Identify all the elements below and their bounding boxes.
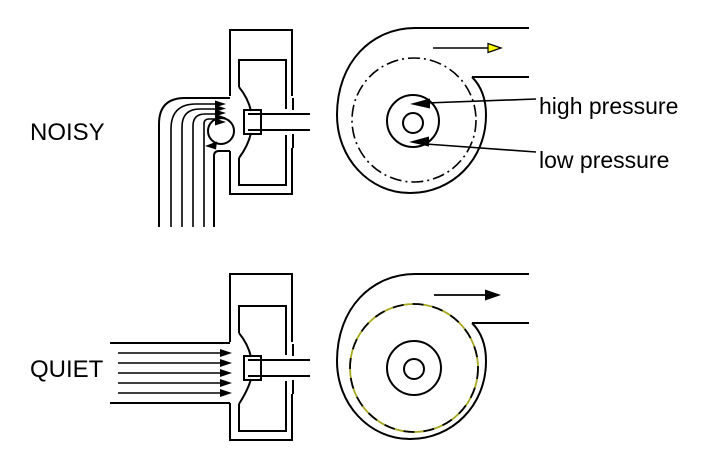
noisy-fan-side-view xyxy=(229,29,310,195)
impeller-circle-black-dashes xyxy=(349,303,479,433)
noisy-row: NOISY xyxy=(30,27,678,227)
volute-scroll-casing xyxy=(335,27,488,195)
straight-streamlines xyxy=(118,352,221,394)
low-pressure-leader-line xyxy=(425,143,537,153)
curved-streamlines xyxy=(170,103,217,227)
fan-casing-outline xyxy=(229,273,294,441)
outlet-flow-arrow-yellow-icon xyxy=(433,42,503,54)
low-pressure-pointer xyxy=(409,136,537,153)
quiet-row: QUIET xyxy=(30,273,529,441)
fan-shaft xyxy=(248,113,310,131)
duct-inner-wall xyxy=(213,150,230,227)
impeller-hub-block xyxy=(243,355,262,381)
vortex-rotation-arrow-icon xyxy=(205,141,217,150)
noisy-volute-view xyxy=(335,27,537,195)
fan-casing-outline xyxy=(229,29,294,195)
fan-shaft xyxy=(248,359,310,377)
outlet-duct-walls xyxy=(415,27,529,78)
high-pressure-label: high pressure xyxy=(539,93,678,119)
inlet-cone xyxy=(238,86,252,159)
volute-scroll-casing xyxy=(335,273,488,441)
impeller-hub-block xyxy=(243,109,262,135)
hub-circle xyxy=(386,340,442,396)
quiet-volute-view xyxy=(335,273,529,441)
impeller-dashdot-circle xyxy=(351,57,477,183)
inlet-flow-arrows-icon xyxy=(220,349,232,397)
quiet-label: QUIET xyxy=(30,356,104,383)
vortex-circle xyxy=(207,117,235,145)
shaft-circle xyxy=(402,112,424,134)
shaft-circle xyxy=(403,358,425,380)
outlet-duct-walls xyxy=(415,273,529,324)
noisy-label: NOISY xyxy=(30,119,105,146)
high-pressure-arrow-icon xyxy=(410,98,430,109)
high-pressure-leader-line xyxy=(425,98,537,104)
low-pressure-label: low pressure xyxy=(539,147,669,173)
duct-outer-wall xyxy=(158,97,230,227)
inlet-flow-arrows-icon xyxy=(215,100,226,126)
high-pressure-pointer xyxy=(410,98,537,109)
low-pressure-arrow-icon xyxy=(409,136,429,147)
noisy-inlet-duct xyxy=(158,97,235,227)
hub-circle xyxy=(386,94,440,148)
outlet-flow-arrow-black-icon xyxy=(434,289,501,301)
quiet-inlet-duct xyxy=(110,342,232,404)
quiet-fan-side-view xyxy=(229,273,310,441)
